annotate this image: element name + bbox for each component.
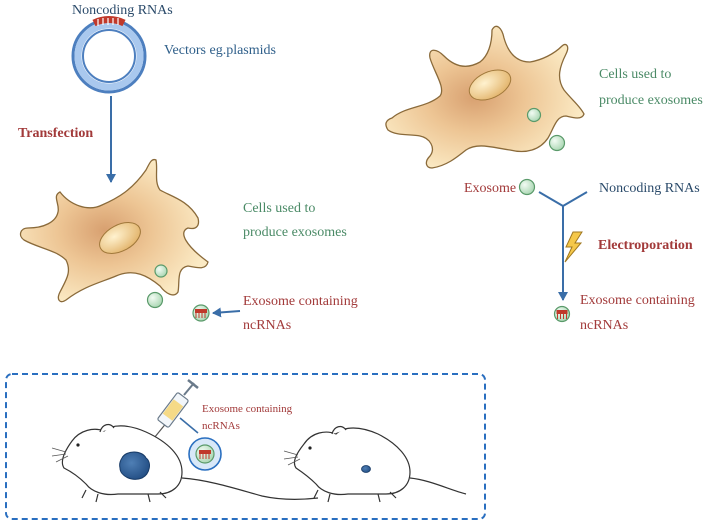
tumor-icon — [119, 451, 150, 480]
plasmid-icon — [71, 16, 147, 94]
injection-label-1: Exosome containing — [202, 403, 293, 415]
mouse-icon-treated — [61, 423, 319, 503]
producer-cell-left — [19, 158, 209, 303]
mouse-eye — [76, 443, 80, 447]
loaded-exosome-icon — [553, 305, 571, 323]
exosome-icon — [526, 107, 542, 123]
injection-pointer-arrow — [179, 417, 199, 434]
cells-label-right-2: produce exosomes — [599, 93, 703, 108]
cells-label-left-2: produce exosomes — [243, 225, 347, 240]
syringe-icon — [149, 379, 199, 444]
noncoding-label-right: Noncoding RNAs — [599, 181, 700, 196]
magnified-exosome-icon — [188, 437, 222, 471]
exosome-label-left-1: Exosome containing — [243, 294, 358, 309]
cells-label-left-1: Cells used to — [243, 201, 315, 216]
lightning-bolt-icon — [564, 231, 583, 263]
mouse-icon-result — [293, 425, 467, 503]
producer-cell-right — [385, 25, 585, 169]
mouse-eye — [308, 446, 312, 450]
exosome-icon — [146, 291, 164, 309]
electroporation-label: Electroporation — [598, 238, 693, 253]
loaded-exosome-icon — [192, 304, 210, 322]
merge-connector — [538, 191, 588, 207]
injection-label-2: ncRNAs — [202, 420, 240, 432]
cells-label-right-1: Cells used to — [599, 67, 671, 82]
vectors-label: Vectors eg.plasmids — [164, 43, 276, 58]
in-vivo-panel — [5, 373, 486, 520]
noncoding-rnas-label: Noncoding RNAs — [72, 3, 173, 18]
exosome-icon — [548, 134, 566, 152]
mouse-whiskers — [51, 447, 69, 463]
transfection-label: Transfection — [18, 126, 93, 141]
exosome-label-right: Exosome — [464, 181, 516, 196]
small-tumor-icon — [361, 465, 371, 473]
exosome-icon — [518, 178, 536, 196]
mouse-whiskers — [283, 450, 301, 466]
exosome-icon — [154, 264, 168, 278]
exosome-label-right-2: ncRNAs — [580, 318, 628, 333]
exosome-label-right-1: Exosome containing — [580, 293, 695, 308]
exosome-pointer-arrow — [212, 307, 241, 318]
exosome-label-left-2: ncRNAs — [243, 318, 291, 333]
